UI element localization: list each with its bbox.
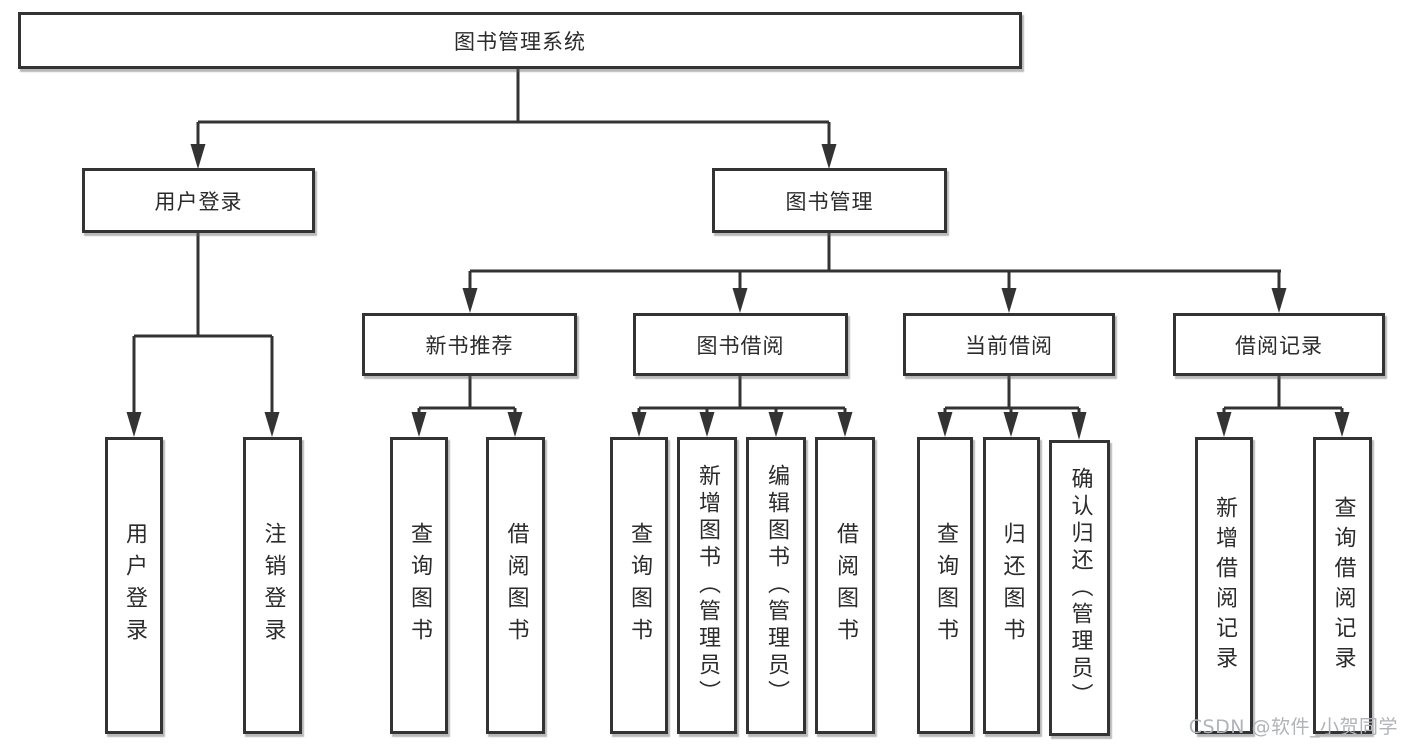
node-borrowing-records: 借阅记录 <box>1173 313 1385 376</box>
leaf-search-books: 查询图书 <box>917 437 973 734</box>
node-book-management: 图书管理 <box>712 168 947 233</box>
node-label: 借阅图书 <box>503 521 529 650</box>
leaf-search-books: 查询图书 <box>390 437 448 734</box>
leaf-search-books: 查询图书 <box>610 437 668 734</box>
leaf-borrow-books: 借阅图书 <box>815 437 875 734</box>
node-label: 新书推荐 <box>425 333 514 358</box>
node-current-borrowing: 当前借阅 <box>903 313 1115 376</box>
node-label: 新增图书（管理员） <box>695 464 720 707</box>
arrowhead-icons <box>126 144 1350 440</box>
node-label: 查询图书 <box>407 521 432 650</box>
leaf-search-borrow-record: 查询借阅记录 <box>1313 437 1372 734</box>
node-label: 确认归还（管理员） <box>1067 466 1093 710</box>
node-book-borrowing: 图书借阅 <box>633 313 848 376</box>
node-user-login: 用户登录 <box>82 168 315 233</box>
node-label: 用户登录 <box>122 521 147 650</box>
node-new-book-recommendation: 新书推荐 <box>362 313 577 376</box>
node-label: 查询借阅记录 <box>1330 495 1356 676</box>
node-library-management-system: 图书管理系统 <box>18 12 1022 69</box>
leaf-confirm-return-admin: 确认归还（管理员） <box>1049 440 1110 736</box>
csdn-watermark: CSDN @软件_小贺同学 <box>1188 716 1398 738</box>
node-label: 归还图书 <box>999 521 1025 650</box>
node-label: 查询图书 <box>933 521 958 650</box>
leaf-user-login: 用户登录 <box>105 437 163 734</box>
leaf-logout: 注销登录 <box>243 437 302 734</box>
node-label: 图书管理系统 <box>454 29 586 54</box>
node-label: 新增借阅记录 <box>1212 495 1237 676</box>
leaf-borrow-books: 借阅图书 <box>486 437 545 734</box>
node-label: 编辑图书（管理员） <box>764 464 789 707</box>
node-label: 注销登录 <box>260 521 286 650</box>
node-label: 当前借阅 <box>965 333 1053 358</box>
node-label: 图书管理 <box>785 189 874 214</box>
node-label: 图书借阅 <box>696 333 785 358</box>
leaf-return-books: 归还图书 <box>983 437 1040 734</box>
leaf-add-book-admin: 新增图书（管理员） <box>677 437 737 734</box>
node-label: 借阅图书 <box>833 521 858 650</box>
leaf-edit-book-admin: 编辑图书（管理员） <box>746 437 806 734</box>
node-label: 查询图书 <box>627 521 652 650</box>
node-label: 用户登录 <box>154 189 243 214</box>
leaf-add-borrow-record: 新增借阅记录 <box>1195 437 1253 734</box>
node-label: 借阅记录 <box>1235 333 1323 358</box>
